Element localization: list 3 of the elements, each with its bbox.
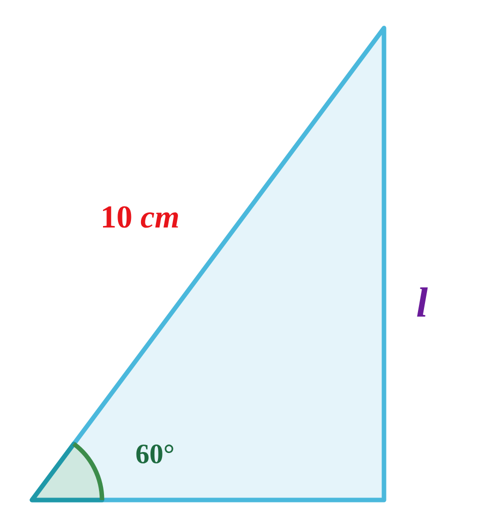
side-label: l bbox=[417, 287, 428, 317]
angle-label: 60° bbox=[136, 444, 174, 464]
side-length-label: 10 cm bbox=[103, 206, 178, 228]
